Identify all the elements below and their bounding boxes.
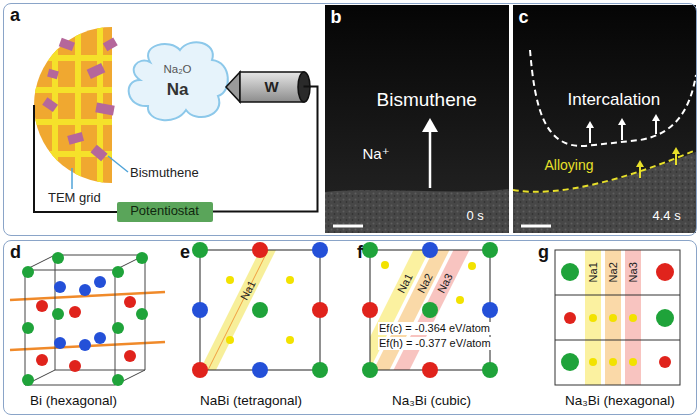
sodium-cloud: Na₂O Na — [132, 46, 224, 118]
panel-letter: c — [519, 7, 529, 28]
wire — [34, 105, 117, 212]
box-label: Potentiostat — [130, 204, 199, 219]
sodium-cloud-shape — [129, 42, 228, 120]
bismuthene-flakes — [42, 38, 117, 162]
structure-caption: Na₃Bi (hexagonal) — [565, 393, 675, 409]
tem-image-c — [513, 5, 696, 233]
tem-image-b — [325, 5, 509, 233]
time-stamp: 4.4 s — [653, 209, 681, 224]
leader-lines — [72, 156, 128, 189]
panel-letter: g — [538, 242, 549, 263]
structure-caption: NaBi (tetragonal) — [200, 393, 302, 409]
panel-frame: aPotentiostatNa₂ONaWbBismutheneNa⁺0 scIn… — [3, 3, 697, 236]
panel-letter: a — [10, 5, 20, 26]
time-stamp: 0 s — [467, 209, 484, 224]
crystal-na3bi-hexagonal — [555, 250, 680, 385]
site-label: Na3 — [435, 271, 455, 295]
tungsten-probe: W — [240, 72, 304, 102]
image-label: Alloying — [545, 157, 594, 173]
part-label: Bismuthene — [130, 166, 199, 181]
site-label: Na3 — [627, 262, 640, 282]
structure-caption: Na₃Bi (cubic) — [392, 393, 471, 409]
part-label: TEM grid — [48, 191, 101, 206]
structure-caption: Bi (hexagonal) — [30, 393, 117, 409]
crystal-bi-hexagonal — [10, 252, 165, 386]
element-label: W — [264, 78, 278, 95]
site-label: Na1 — [587, 262, 600, 282]
panel-letter: d — [10, 242, 21, 263]
ion-label: Na⁺ — [363, 145, 390, 162]
energy-value: Ef(c) = -0.364 eV/atom — [378, 322, 491, 335]
site-label: Na2 — [607, 262, 620, 282]
image-label: Bismuthene — [377, 89, 477, 111]
panel-letter: b — [331, 7, 342, 28]
crystal-nabi-tetragonal — [192, 242, 328, 378]
tem-grid — [30, 20, 115, 190]
tem-image: bBismutheneNa⁺ 0 s — [325, 5, 509, 233]
potentiostat-box: Potentiostat — [117, 202, 213, 222]
site-label: Na1 — [238, 278, 258, 302]
panel-letter: f — [357, 242, 363, 263]
tem-image: cIntercalationAlloying 4.4 s — [513, 5, 696, 233]
panel-letter: e — [180, 242, 190, 263]
tungsten-probe-shape — [226, 72, 310, 102]
site-label: Na1 — [395, 271, 415, 295]
wire — [213, 87, 318, 212]
crystal-na3bi-cubic — [354, 242, 499, 378]
energy-value: Ef(h) = -0.377 eV/atom — [378, 337, 492, 350]
image-label: Intercalation — [568, 90, 661, 110]
oxide-label: Na₂O — [163, 63, 191, 76]
element-label: Na — [167, 80, 189, 100]
site-label: Na2 — [415, 271, 435, 295]
